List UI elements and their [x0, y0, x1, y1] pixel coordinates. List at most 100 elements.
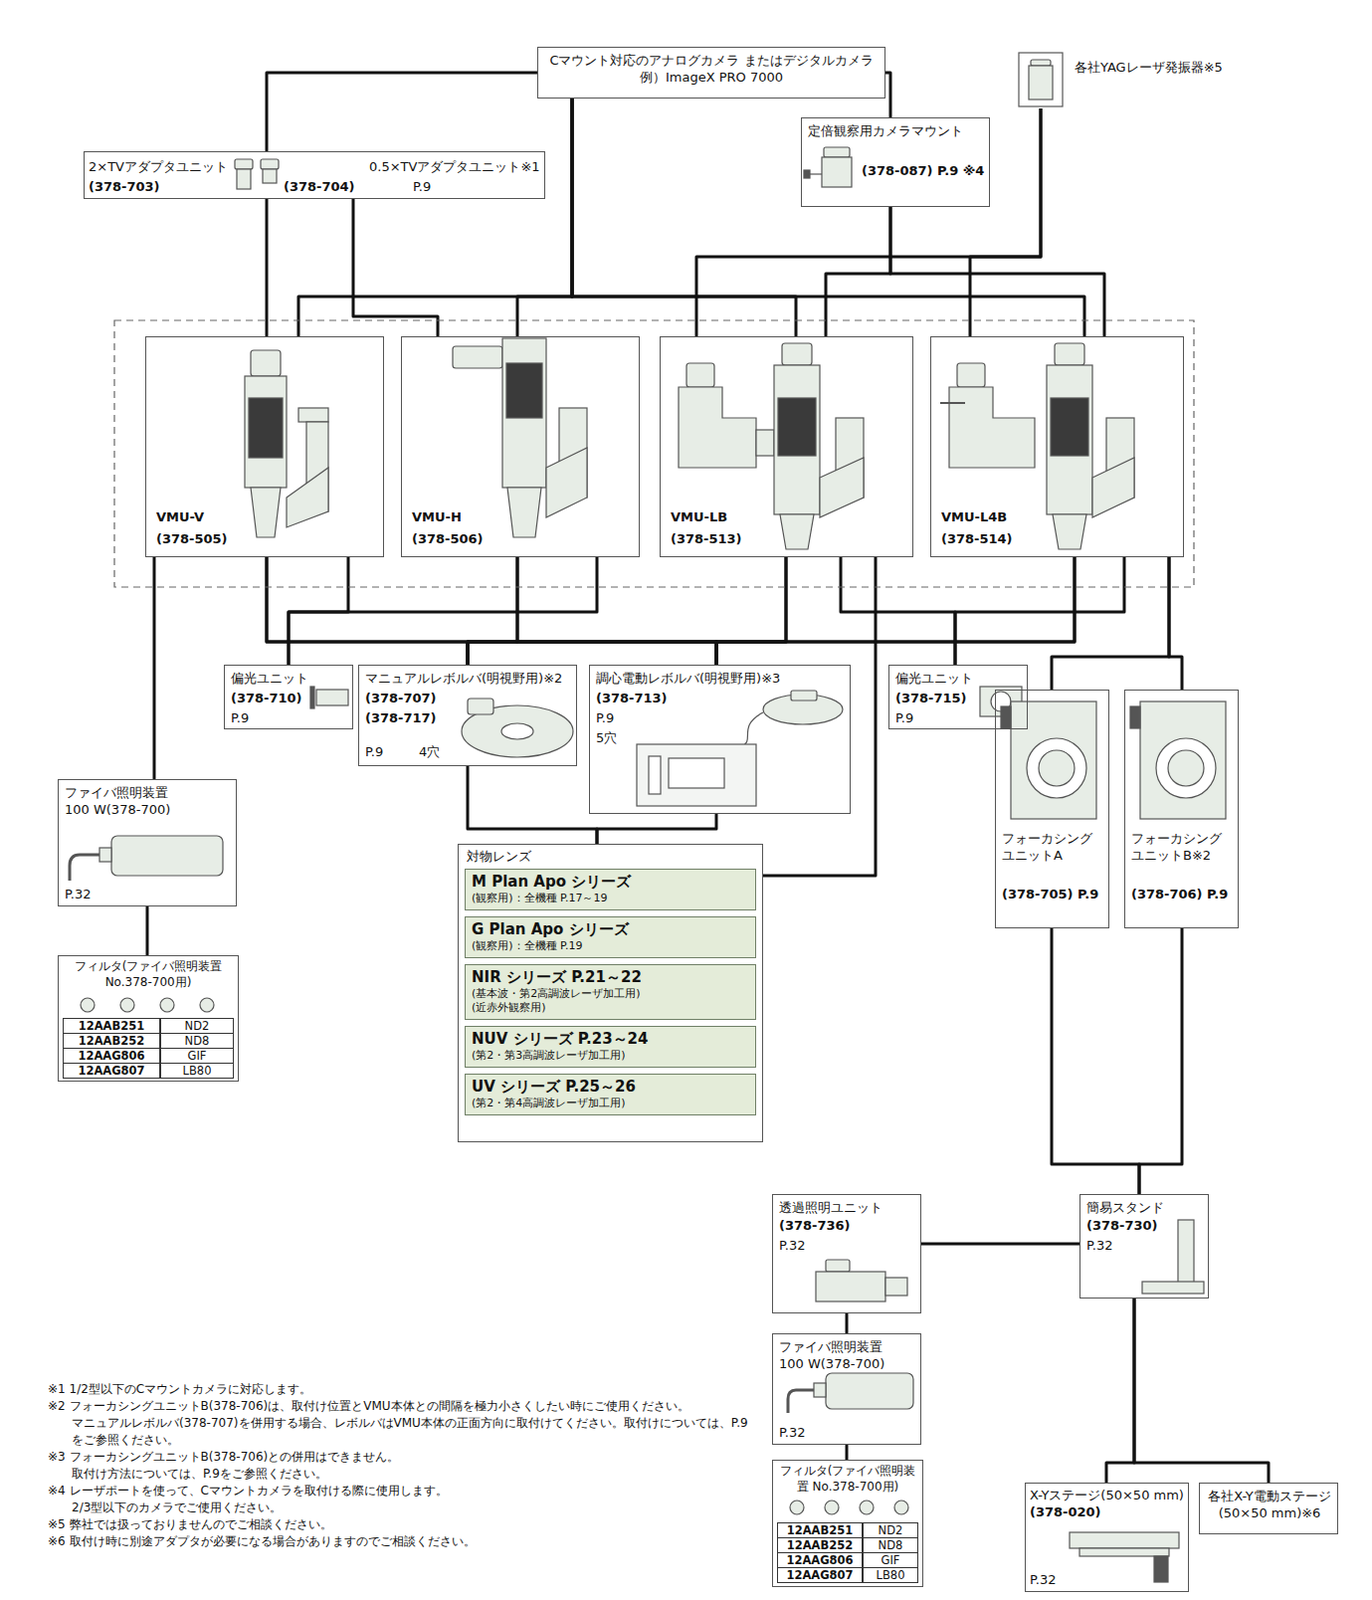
table-cell: ND2: [160, 1017, 234, 1034]
table-cell: ND8: [862, 1537, 919, 1554]
component-illustration: [316, 689, 349, 706]
box-text: 簡易スタンド: [1086, 1198, 1165, 1216]
lens-series-box: UV シリーズ P.25～26(第2・第4高調波レーザ加工用): [464, 1073, 757, 1116]
box-text: P.32: [1086, 1236, 1114, 1254]
component-illustration: [262, 169, 277, 184]
component-illustration: [778, 397, 816, 456]
component-illustration: [1177, 1219, 1194, 1286]
component-box: 調心電動レボルバ(明視野用)※3(378-713)P.95穴: [588, 664, 851, 814]
box-text: Cマウント対応のアナログカメラ またはデジタルカメラ: [544, 51, 879, 69]
component-box: 2×TVアダプタユニット(378-703)0.5×TVアダプタユニット※1(37…: [83, 151, 546, 199]
table-cell: ND2: [862, 1522, 919, 1539]
footnote: ※6 取付け時に別途アダプタが必要になる場合がありますのでご相談ください。: [47, 1533, 750, 1551]
connector: [265, 198, 269, 337]
component-illustration: [1154, 1556, 1169, 1582]
box-text: マニュアルレボルバ(明視野用)※2: [365, 669, 563, 687]
component-illustration: [1000, 706, 1011, 729]
connector: [266, 557, 468, 665]
component-illustration: [1030, 59, 1051, 66]
component-illustration: [1046, 365, 1093, 515]
connector: [845, 1444, 849, 1460]
box-text: (378-717): [365, 709, 437, 727]
box-text: X-Yステージ(50×50 mm): [1029, 1486, 1184, 1504]
connector: [1169, 557, 1182, 690]
component-box: 偏光ユニット(378-715)P.9: [888, 664, 1028, 730]
table-cell: 12AAB251: [777, 1522, 863, 1539]
box-text: P.32: [779, 1236, 806, 1254]
component-illustration: [780, 514, 814, 550]
box-text: 透過照明ユニット: [779, 1198, 883, 1216]
box-text: (378-087) P.9 ※4: [861, 162, 984, 180]
component-illustration: [250, 487, 281, 538]
component-illustration: [1142, 1281, 1204, 1294]
component-illustration: [244, 376, 287, 488]
box-text: 例）ImageX PRO 7000: [544, 68, 879, 86]
component-illustration: [894, 1500, 909, 1515]
component-illustration: [1028, 65, 1053, 100]
component-box: 簡易スタンド(378-730) P.32: [1079, 1193, 1209, 1299]
box-text: 各社YAGレーザ発振器※5: [1074, 58, 1223, 76]
component-box: フォーカシング ユニットA (378-705) P.9: [994, 689, 1110, 929]
component-illustration: [1130, 706, 1141, 729]
box-text: (378-710): [230, 689, 303, 707]
component-illustration: [248, 397, 283, 458]
box-text: 2×TVアダプタユニット: [88, 158, 228, 176]
lens-series-box: M Plan Apo シリーズ(観察用)：全機種 P.17～19: [464, 868, 757, 911]
component-box: 対物レンズM Plan Apo シリーズ(観察用)：全機種 P.17～19G P…: [457, 843, 764, 1143]
footnote: 取付け方法については、P.9をご参照ください。: [47, 1465, 750, 1483]
component-illustration: [825, 1259, 850, 1272]
component-illustration: [813, 1382, 826, 1397]
box-text: (378-730): [1086, 1216, 1159, 1234]
box-text: P.9: [230, 709, 249, 727]
lens-series-box: NIR シリーズ P.21～22(基本波・第2高調波レーザ加工用)(近赤外観察用…: [464, 964, 757, 1020]
box-text: フォーカシング ユニットA: [1001, 829, 1106, 864]
connector: [921, 1242, 1080, 1246]
connector: [517, 557, 717, 665]
box-text: 各社X-Y電動ステージ (50×50 mm)※6: [1204, 1487, 1335, 1522]
box-text: フィルタ(ファイバ照明装置 No.378-700用): [62, 958, 234, 990]
component-illustration: [501, 723, 534, 740]
box-text: (378-705) P.9: [1001, 885, 1099, 903]
table-cell: 12AAB252: [62, 1032, 161, 1049]
component-illustration: [957, 363, 985, 388]
component-box: VMU-LB(378-513): [659, 336, 914, 558]
component-illustration: [782, 343, 812, 366]
component-illustration: [668, 758, 725, 788]
component-illustration: [1140, 701, 1226, 819]
box-text: P.32: [64, 885, 92, 903]
table-cell: 12AAB252: [777, 1537, 863, 1554]
component-illustration: [1038, 750, 1075, 786]
component-illustration: [1050, 397, 1089, 456]
component-illustration: [286, 467, 329, 528]
component-illustration: [815, 1271, 886, 1302]
component-illustration: [1092, 457, 1135, 518]
component-illustration: [298, 407, 329, 422]
component-illustration: [1168, 750, 1204, 786]
component-illustration: [1069, 1532, 1179, 1549]
connector: [970, 108, 1041, 337]
component-illustration: [789, 1500, 804, 1515]
connector: [1139, 928, 1182, 1194]
table-cell: 12AAG807: [777, 1567, 863, 1583]
component-illustration: [250, 350, 281, 377]
component-illustration: [160, 997, 175, 1012]
box-text: VMU-V: [156, 508, 204, 526]
connector: [266, 557, 717, 665]
component-illustration: [546, 447, 588, 518]
box-text: フォーカシング ユニットB※2: [1131, 829, 1235, 864]
component-illustration: [825, 1372, 914, 1409]
connector: [955, 557, 1125, 665]
box-text: P.9: [412, 178, 431, 196]
connector: [467, 557, 786, 665]
connector: [696, 108, 1041, 337]
box-text: (378-513): [670, 530, 743, 548]
box-text: (378-704): [283, 178, 356, 196]
table-cell: 12AAB251: [62, 1017, 161, 1034]
footnote-block: ※1 1/2型以下のCマウントカメラに対応します。※2 フォーカシングユニットB…: [47, 1380, 750, 1551]
box-text: NUV シリーズ P.23～24: [471, 1029, 750, 1049]
component-illustration: [686, 363, 715, 388]
box-text: (378-707): [365, 689, 437, 707]
component-illustration: [940, 401, 966, 404]
component-illustration: [1054, 343, 1085, 366]
box-text: (第2・第4高調波レーザ加工用): [471, 1096, 750, 1111]
